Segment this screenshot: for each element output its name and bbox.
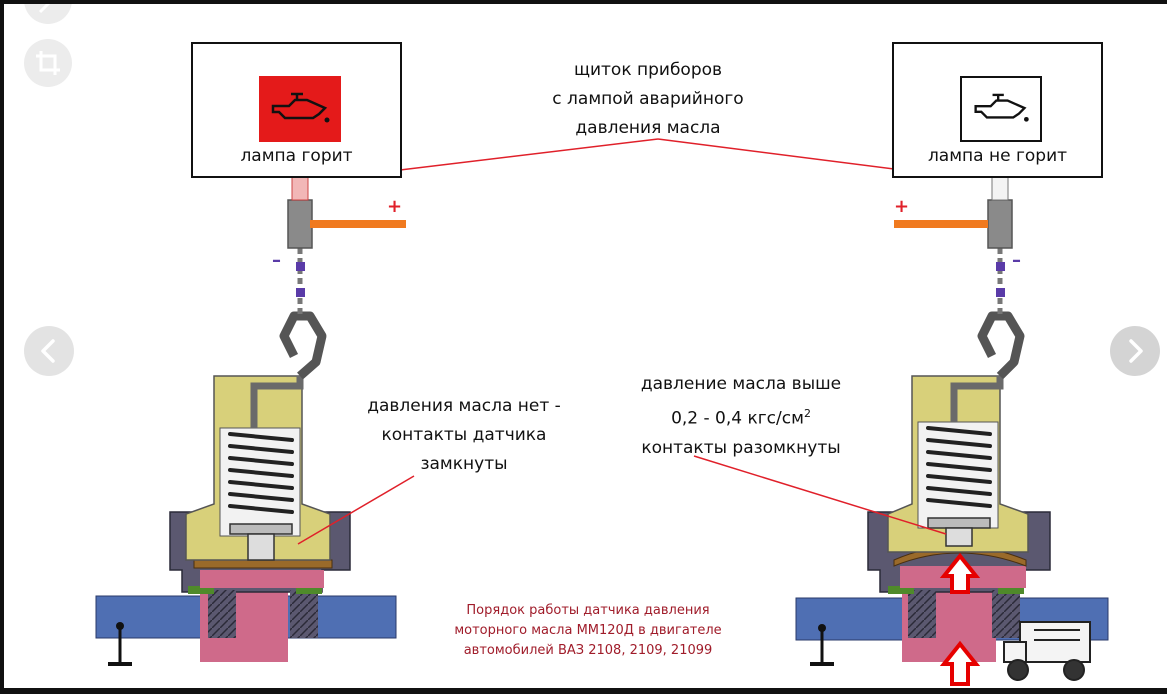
left-note-line-3: замкнуты <box>420 454 508 474</box>
sensor-right <box>795 311 1109 686</box>
plus-sign-right: + <box>894 196 910 217</box>
lamp-off-label: лампа не горит <box>927 146 1068 166</box>
oil-can-icon <box>259 76 341 142</box>
chevron-left-icon <box>41 339 55 363</box>
pencil-icon <box>38 4 51 14</box>
caption-line-2: моторного масла ММ120Д в двигателе <box>454 623 722 638</box>
wiring-left <box>287 175 406 316</box>
crop-button[interactable] <box>24 39 72 87</box>
sensor-left <box>95 311 397 666</box>
lamp-on-label: лампа горит <box>240 146 353 166</box>
panel-label-line-3: давления масла <box>575 118 721 138</box>
lamp-off-box: лампа не горит <box>892 42 1103 178</box>
lamp-on-box: лампа горит <box>191 42 402 178</box>
left-note-line-1: давления масла нет - <box>367 396 561 416</box>
panel-label-line-2: с лампой аварийного <box>552 89 744 109</box>
plus-sign-left: + <box>387 196 403 217</box>
right-note-line-1: давление масла выше <box>640 374 842 394</box>
caption-line-1: Порядок работы датчика давления <box>466 603 710 618</box>
prev-image-button[interactable] <box>24 326 74 376</box>
caption-line-3: автомобилей ВАЗ 2108, 2109, 21099 <box>463 643 713 658</box>
oil-can-icon <box>960 76 1042 142</box>
left-note-line-2: контакты датчика <box>381 425 547 445</box>
right-note: давление масла выше 0,2 - 0,4 кгс/см2 ко… <box>616 370 866 463</box>
wiring-right <box>894 175 1013 316</box>
panel-pointer-line-right <box>657 138 895 170</box>
pressure-arrow-upper <box>939 552 981 594</box>
right-note-pointer <box>693 455 947 535</box>
panel-label-line-1: щиток приборов <box>573 60 723 80</box>
left-note: давления масла нет - контакты датчика за… <box>344 392 584 479</box>
right-note-line-3: контакты разомкнуты <box>641 437 841 458</box>
minus-sign-right: – <box>1012 250 1021 271</box>
crop-icon <box>36 51 60 75</box>
panel-label: щиток приборов с лампой аварийного давле… <box>518 56 778 143</box>
minus-sign-left: – <box>272 250 281 271</box>
next-image-button[interactable] <box>1110 326 1160 376</box>
chevron-right-icon <box>1129 339 1143 363</box>
pressure-arrow-lower <box>939 640 981 686</box>
figure-caption: Порядок работы датчика давления моторног… <box>438 601 738 661</box>
truck-logo <box>1003 621 1091 681</box>
sensor-diagram <box>95 138 1109 686</box>
edit-button[interactable] <box>24 4 72 24</box>
right-note-line-2: 0,2 - 0,4 кгс/см2 <box>671 407 811 429</box>
panel-pointer-line-left <box>399 138 659 171</box>
left-note-pointer <box>297 475 415 545</box>
image-viewer: лампа горит лампа не горит щиток приборо… <box>4 4 1167 688</box>
